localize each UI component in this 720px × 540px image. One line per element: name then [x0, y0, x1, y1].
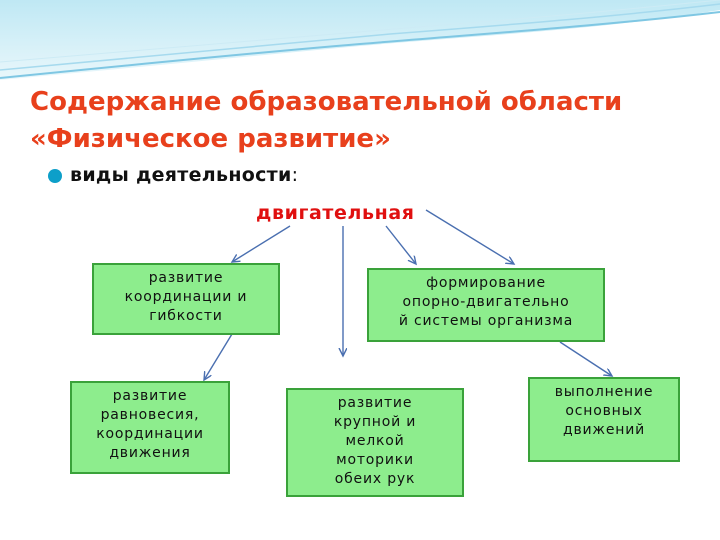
center-node-motor-activity: двигательная — [256, 202, 415, 224]
wave-line-3 — [0, 0, 720, 63]
bullet-text: виды деятельности: — [70, 164, 298, 186]
box-basic-movements: выполнение основных движений — [528, 377, 680, 462]
arrow-musculoskeletal-to-movements — [559, 341, 612, 376]
bullet-label: виды деятельности — [70, 164, 292, 186]
arrow-to-balance — [204, 333, 233, 380]
arrow-to-movements — [425, 209, 514, 264]
bullet-colon: : — [291, 164, 299, 186]
arrow-to-musculoskeletal — [385, 225, 416, 264]
slide-title: Содержание образовательной области «Физи… — [30, 87, 623, 154]
wave-line-2 — [0, 3, 720, 71]
arrow-to-coordination — [232, 225, 291, 262]
box-gross-fine-motor: развитие крупной и мелкой моторики обеих… — [286, 388, 464, 497]
header-wave — [0, 0, 720, 80]
box-musculoskeletal-system: формирование опорно-двигательно й систем… — [367, 268, 605, 342]
box-balance-coordination: развитие равновесия, координации движени… — [70, 381, 230, 474]
wave-line-1 — [0, 11, 720, 79]
box-coordination-flexibility: развитие координации и гибкости — [92, 263, 280, 335]
bullet-dot-icon — [48, 169, 62, 183]
